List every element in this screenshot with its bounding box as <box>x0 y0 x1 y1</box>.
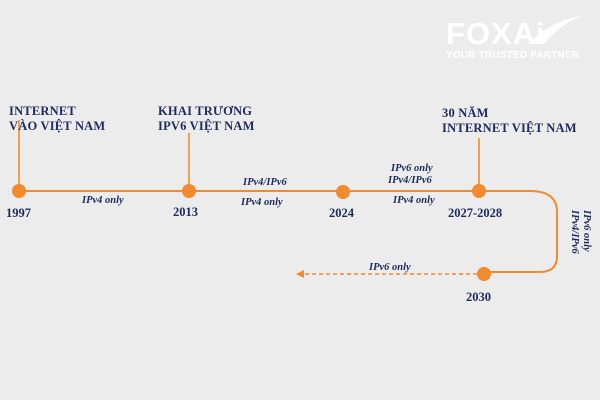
node-2013 <box>182 184 196 198</box>
year-2027-2028: 2027-2028 <box>448 206 503 220</box>
milestone-title-line: VÀO VIỆT NAM <box>9 119 106 133</box>
milestone-title-line: 30 NĂM <box>442 106 489 120</box>
segment-label: IPv6 only <box>369 262 411 273</box>
segment-label: IPv6 only <box>581 210 592 252</box>
year-2030: 2030 <box>466 290 491 304</box>
brand-tagline: YOUR TRUSTED PARTNER <box>446 50 580 61</box>
vertical-segment-label: IPv6 only IPv4/IPv6 <box>562 210 592 270</box>
arrow-left-icon <box>296 270 304 278</box>
node-1997 <box>12 184 26 198</box>
milestone-title-line: INTERNET VIỆT NAM <box>442 121 577 135</box>
milestone-title-2027: 30 NĂM INTERNET VIỆT NAM <box>442 106 577 136</box>
segment-label: IPv4 only <box>82 195 124 206</box>
milestone-title-line: INTERNET <box>9 104 76 118</box>
milestone-title-line: IPV6 VIỆT NAM <box>158 119 255 133</box>
logo-swoosh-icon <box>528 16 582 44</box>
milestone-title-2013: KHAI TRƯƠNG IPV6 VIỆT NAM <box>158 104 255 134</box>
node-2024 <box>336 185 350 199</box>
year-2024: 2024 <box>329 206 354 220</box>
segment-label: IPv4/IPv6 <box>243 177 287 188</box>
node-2027 <box>472 184 486 198</box>
timeline-curve-down <box>490 190 558 273</box>
milestone-title-1997: INTERNET VÀO VIỆT NAM <box>9 104 105 134</box>
segment-label: IPv4/IPv6 <box>388 175 432 186</box>
brand-name: FOXAi <box>446 16 546 51</box>
segment-label: IPv4/IPv6 <box>569 210 580 254</box>
year-2013: 2013 <box>173 205 198 219</box>
brand-logo: FOXAi YOUR TRUSTED PARTNER <box>444 14 590 64</box>
year-1997: 1997 <box>6 206 31 220</box>
segment-label: IPv4 only <box>393 195 435 206</box>
milestone-title-line: KHAI TRƯƠNG <box>158 104 253 118</box>
segment-label: IPv4 only <box>241 197 283 208</box>
node-2030 <box>477 267 491 281</box>
segment-label: IPv6 only <box>391 163 433 174</box>
